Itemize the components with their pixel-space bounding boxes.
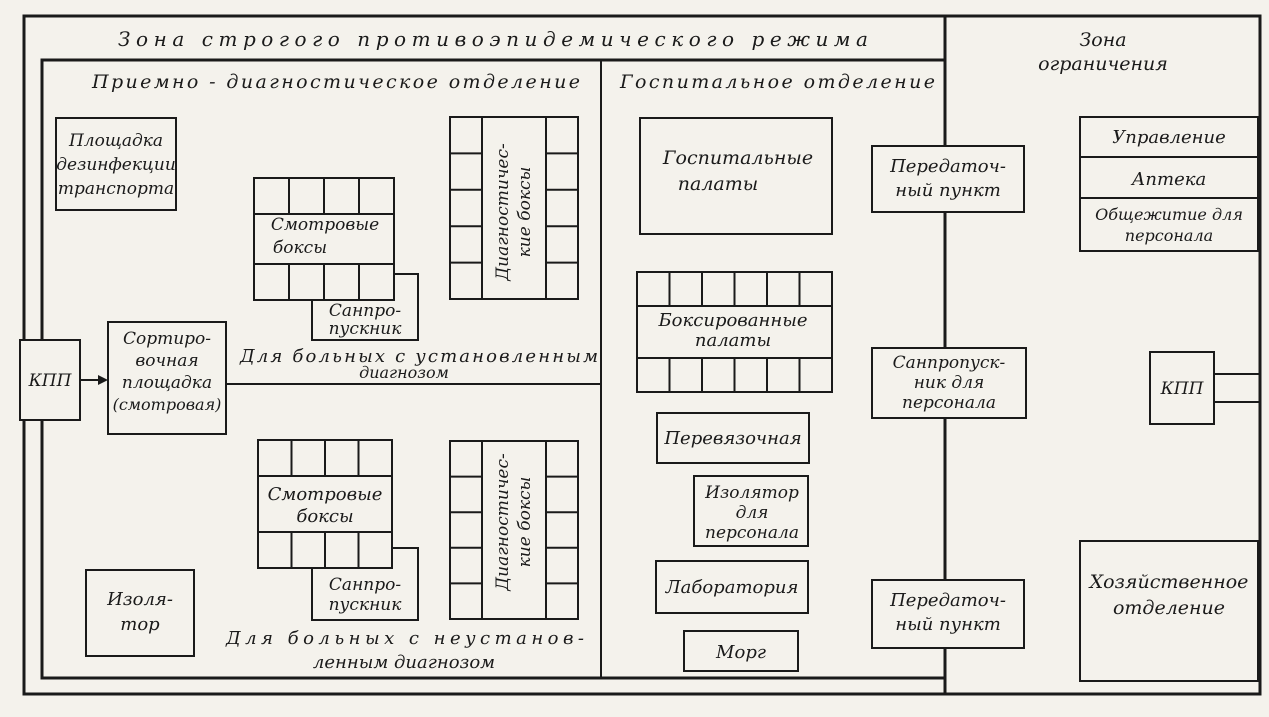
transfer-point-bottom-box	[871, 579, 1025, 649]
sanitary-top-label-2: пускник	[329, 319, 403, 339]
diag-boxes-bottom-grid	[449, 440, 579, 620]
exam-boxes-top-label-1: Смотровые	[271, 215, 379, 235]
diag-boxes-bottom-label-1: Диагностичес-	[493, 453, 513, 592]
exam-boxes-top-grid	[253, 177, 395, 301]
staff-sanitary-box	[871, 347, 1027, 419]
transfer-point-bottom-label-2: ный пункт	[895, 614, 1001, 635]
established-diagnosis-label-1: Для больных с установленным	[239, 346, 598, 367]
unestablished-diagnosis-label-2: ленным диагнозом	[313, 652, 495, 673]
pharmacy-label: Аптека	[1130, 169, 1206, 190]
disinfection-area-label-1: Площадка	[68, 131, 163, 151]
hospital-wards-label-1: Госпитальные	[662, 147, 813, 169]
entrance-arrow-head	[98, 375, 108, 385]
established-diagnosis-label-2: диагнозом	[359, 363, 449, 382]
morgue-label: Морг	[715, 642, 766, 663]
boxed-wards-grid	[636, 271, 833, 393]
staff-sanitary-label-3: персонала	[902, 393, 996, 413]
hospital-wards-label-2: палаты	[678, 173, 758, 195]
sanitary-bottom-label-1: Санпро-	[329, 575, 401, 595]
diag-boxes-top-label-1: Диагностичес-	[493, 143, 513, 282]
exam-boxes-bottom-grid	[257, 439, 393, 569]
staff-sanitary-label-2: ник для	[914, 373, 985, 393]
dormitory-label-1: Общежитие для	[1095, 205, 1243, 224]
sanitary-top-box	[311, 273, 419, 341]
reception-department-title: Приемно - диагностическое отделение	[91, 71, 580, 93]
sorting-area-box	[107, 321, 227, 435]
unestablished-diagnosis-label-1: Для больных с неустанов-	[225, 628, 584, 649]
sorting-area-label-4: (смотровая)	[113, 395, 222, 414]
exam-boxes-top-label-2: боксы	[273, 238, 327, 258]
staff-isolator-label-1: Изолятор	[704, 483, 799, 503]
management-label: Управление	[1112, 127, 1226, 148]
sorting-area-label-3: площадка	[122, 373, 212, 393]
sanitary-bottom-label-2: пускник	[329, 595, 403, 615]
boxed-wards-label-1: Боксированные	[657, 310, 807, 331]
sanitary-top-label-1: Санпро-	[329, 301, 401, 321]
exit-checkpoint-box	[1149, 351, 1215, 425]
entrance-checkpoint-label: КПП	[28, 371, 73, 391]
dressing-room-box	[656, 412, 810, 464]
diag-top-outline	[449, 116, 579, 300]
transfer-point-top-box	[871, 145, 1025, 213]
household-dept-label-1: Хозяйственное	[1088, 571, 1249, 593]
hospital-wards-box	[639, 117, 833, 235]
staff-isolator-box	[693, 475, 809, 547]
diag-boxes-bottom-label-2: кие боксы	[515, 477, 535, 568]
transfer-point-top-label-1: Передаточ-	[889, 156, 1006, 177]
isolator-label-1: Изоля-	[106, 589, 173, 610]
restriction-zone-title-1: Зона	[1079, 29, 1126, 51]
sorting-area-label-2: вочная	[135, 351, 198, 371]
hospital-department-title: Госпитальное отделение	[619, 71, 935, 93]
admin-stack-box	[1079, 116, 1259, 252]
staff-sanitary-label-1: Санпропуск-	[893, 353, 1006, 373]
exit-checkpoint-label: КПП	[1160, 379, 1205, 399]
laboratory-label: Лаборатория	[665, 577, 799, 598]
strict-zone-title: Зона строгого противоэпидемического режи…	[118, 27, 868, 51]
dressing-room-label: Перевязочная	[663, 428, 801, 449]
transfer-point-top-label-2: ный пункт	[895, 180, 1001, 201]
diag-boxes-top-grid	[449, 116, 579, 300]
morgue-box	[683, 630, 799, 672]
boxed-wards-label-2: палаты	[695, 330, 771, 351]
household-dept-label-2: отделение	[1113, 597, 1225, 619]
laboratory-box	[655, 560, 809, 614]
disinfection-area-box	[55, 117, 177, 211]
restriction-zone-title-2: ограничения	[1038, 53, 1168, 75]
staff-isolator-label-2: для	[736, 503, 769, 523]
diag-bottom-outline	[449, 440, 579, 620]
sanitary-bottom-box	[311, 547, 419, 621]
household-dept-box	[1079, 540, 1259, 682]
transfer-point-bottom-label-1: Передаточ-	[889, 590, 1006, 611]
isolator-box	[85, 569, 195, 657]
exam-boxes-bottom-label-1: Смотровые	[268, 484, 383, 505]
diag-boxes-top-label-2: кие боксы	[515, 167, 535, 258]
dormitory-label-2: персонала	[1125, 226, 1213, 245]
sorting-area-label-1: Сортиро-	[123, 329, 211, 349]
isolator-label-2: тор	[120, 614, 160, 635]
exam-boxes-bottom-label-2: боксы	[296, 506, 353, 527]
staff-isolator-label-3: персонала	[705, 523, 799, 543]
disinfection-area-label-3: транспорта	[58, 179, 174, 199]
disinfection-area-label-2: дезинфекции	[56, 155, 176, 175]
